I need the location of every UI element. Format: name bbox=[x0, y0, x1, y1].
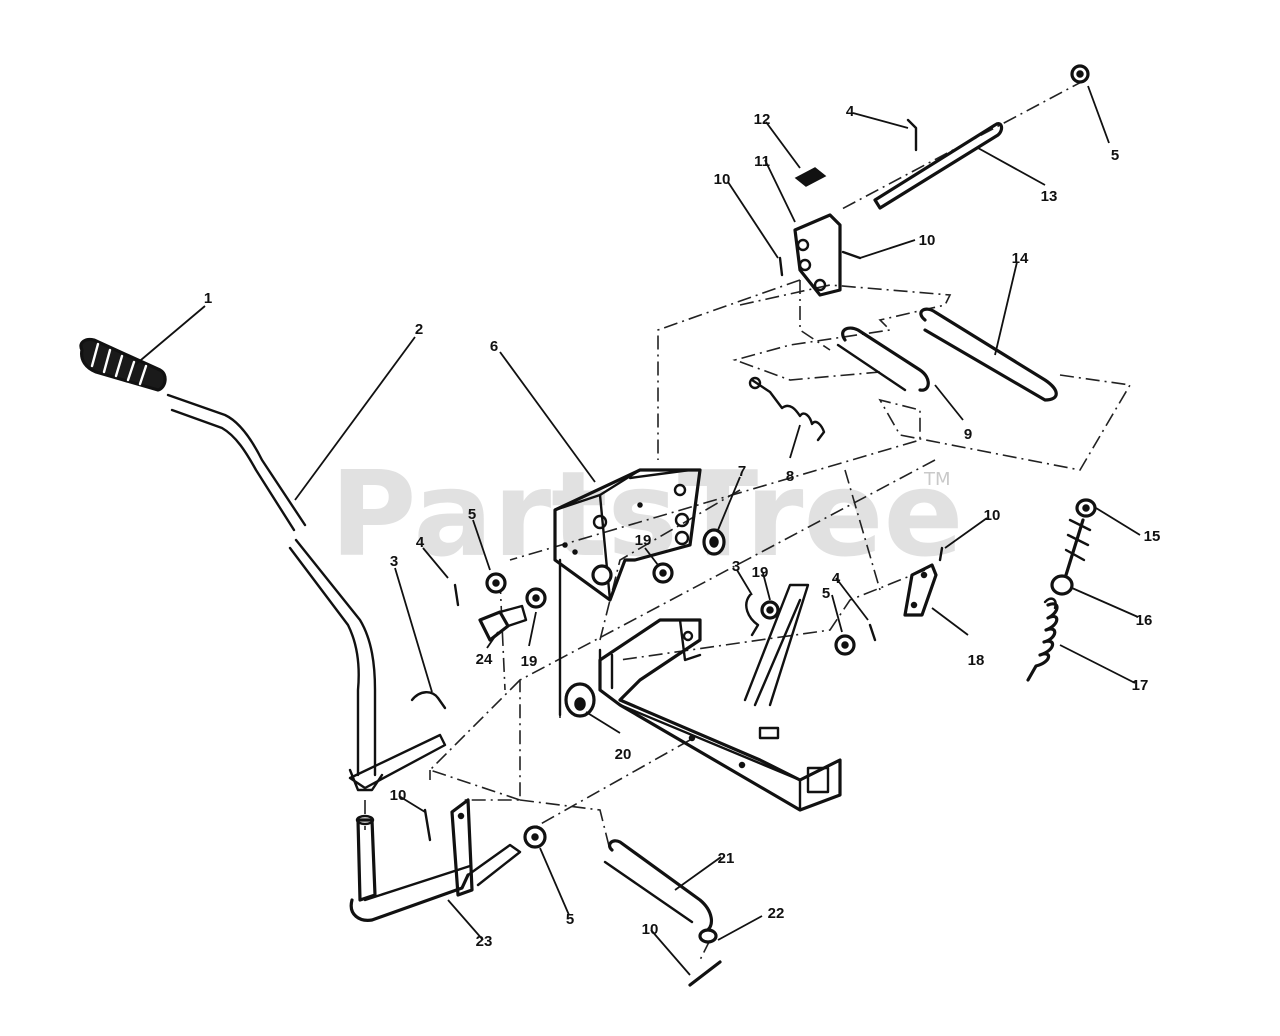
callout-10: 10 bbox=[390, 787, 407, 804]
part-bracket bbox=[553, 468, 702, 717]
callout-20: 20 bbox=[615, 746, 632, 763]
callout-19: 19 bbox=[635, 532, 652, 549]
callout-19: 19 bbox=[521, 653, 538, 670]
part-bolt bbox=[478, 604, 528, 642]
callout-9: 9 bbox=[964, 426, 972, 443]
part-pedal-shaft bbox=[349, 798, 522, 922]
callout-12: 12 bbox=[754, 111, 771, 128]
part-cotter-pin bbox=[410, 593, 760, 710]
callout-2: 2 bbox=[415, 321, 423, 338]
part-link bbox=[903, 546, 944, 617]
leader-lines bbox=[134, 85, 1141, 976]
part-spring-small bbox=[748, 376, 826, 442]
callout-16: 16 bbox=[1136, 612, 1153, 629]
callout-8: 8 bbox=[786, 468, 794, 485]
part-lift-handle bbox=[166, 393, 447, 792]
watermark-trademark: TM bbox=[923, 469, 951, 490]
watermark-text: PartsTree bbox=[330, 445, 964, 583]
callout-3: 3 bbox=[390, 553, 398, 570]
callout-21: 21 bbox=[718, 850, 735, 867]
callout-18: 18 bbox=[968, 652, 985, 669]
callout-10: 10 bbox=[919, 232, 936, 249]
callout-5: 5 bbox=[822, 585, 830, 602]
callout-14: 14 bbox=[1012, 250, 1029, 267]
callout-4: 4 bbox=[846, 103, 855, 120]
part-link-rod bbox=[603, 839, 722, 987]
callout-11: 11 bbox=[754, 153, 770, 170]
callout-24: 24 bbox=[476, 651, 493, 668]
callout-3: 3 bbox=[732, 558, 740, 575]
callout-6: 6 bbox=[490, 338, 498, 355]
part-upper-block bbox=[778, 64, 1090, 297]
callout-13: 13 bbox=[1041, 188, 1058, 205]
callout-19: 19 bbox=[752, 564, 769, 581]
callout-5: 5 bbox=[1111, 147, 1119, 164]
part-grip bbox=[79, 337, 167, 392]
callout-10: 10 bbox=[984, 507, 1001, 524]
callout-5: 5 bbox=[468, 506, 476, 523]
callout-5: 5 bbox=[566, 911, 574, 928]
callout-15: 15 bbox=[1144, 528, 1161, 545]
callout-17: 17 bbox=[1132, 677, 1149, 694]
callout-4: 4 bbox=[832, 570, 841, 587]
callout-22: 22 bbox=[768, 905, 785, 922]
callout-4: 4 bbox=[416, 534, 425, 551]
part-rods bbox=[836, 307, 1058, 402]
callouts: 1 2 3 3 4 4 4 5 5 5 5 6 7 8 9 10 10 10 1… bbox=[204, 103, 1161, 950]
callout-1: 1 bbox=[204, 290, 212, 307]
callout-10: 10 bbox=[714, 171, 731, 188]
part-spacer bbox=[702, 528, 726, 556]
callout-10: 10 bbox=[642, 921, 659, 938]
watermark: PartsTree TM bbox=[330, 445, 964, 583]
callout-7: 7 bbox=[738, 463, 746, 480]
callout-23: 23 bbox=[476, 933, 493, 950]
part-spacer-20 bbox=[564, 682, 596, 718]
part-spring-large bbox=[1026, 498, 1097, 682]
part-frame bbox=[598, 583, 842, 812]
part-washers bbox=[453, 562, 877, 849]
